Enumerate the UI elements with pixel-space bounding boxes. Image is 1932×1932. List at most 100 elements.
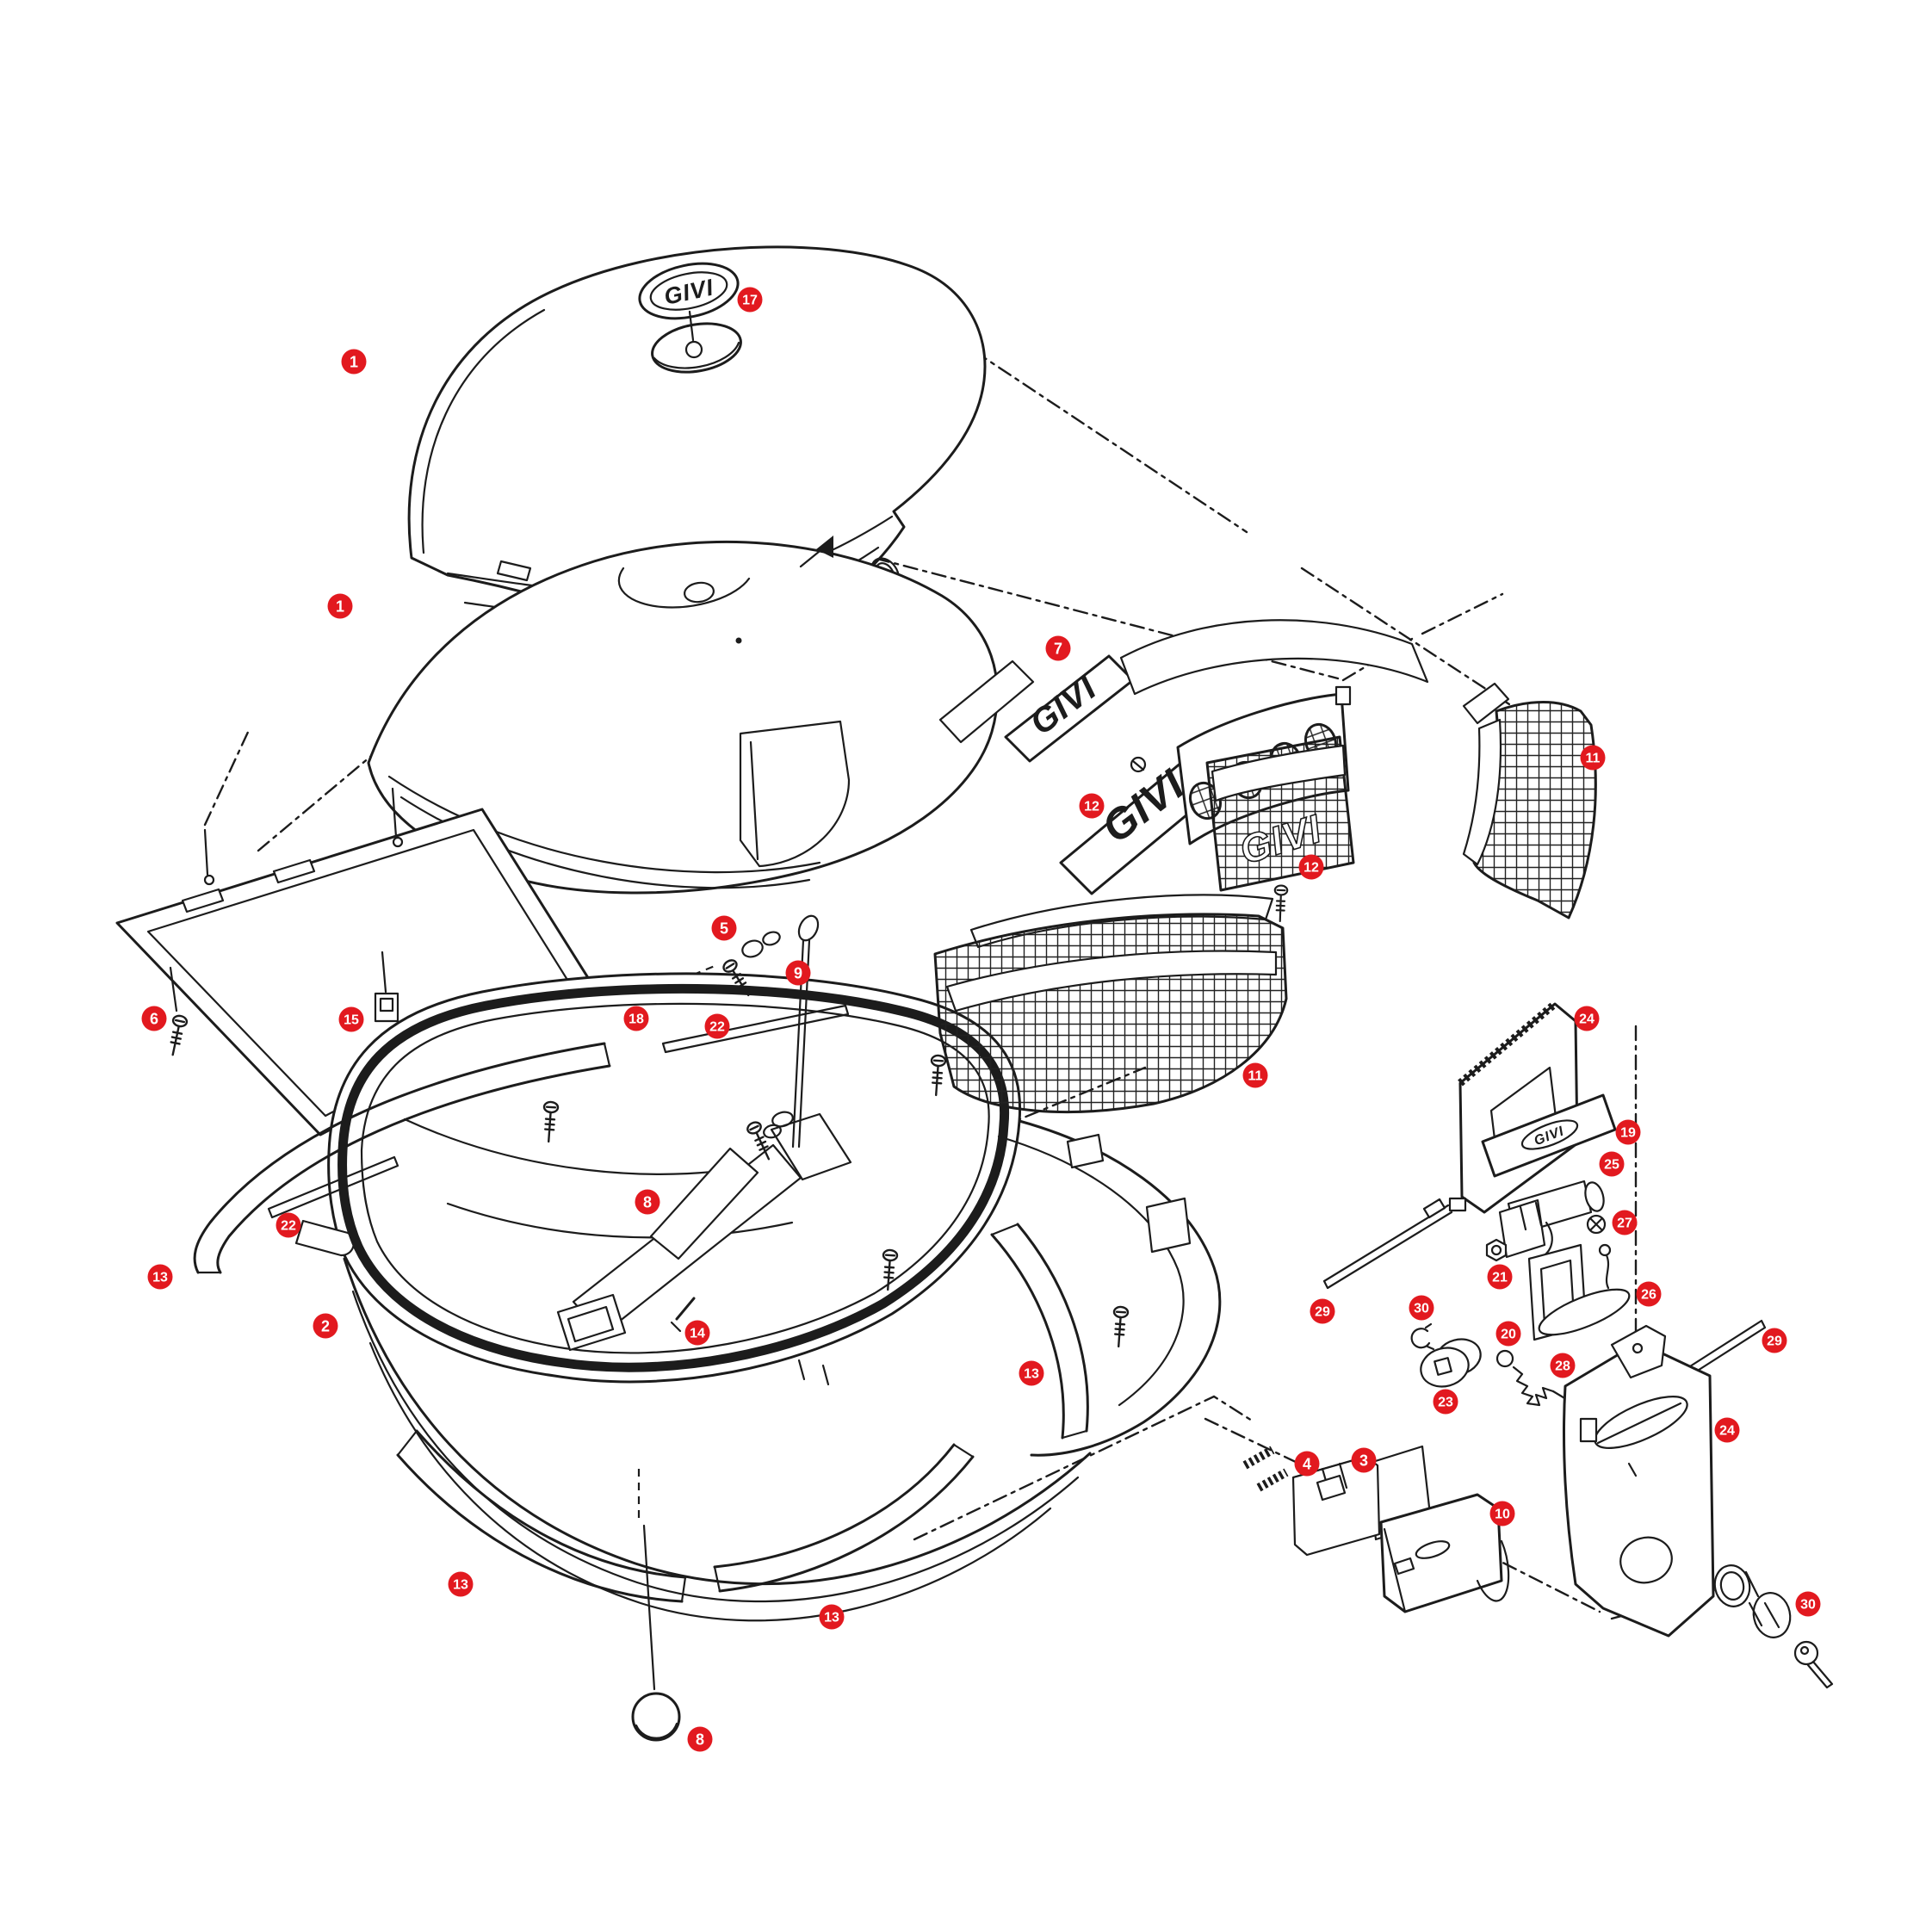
logo-strip-7: GIVI (938, 654, 1135, 763)
svg-text:28: 28 (1555, 1359, 1570, 1374)
callout-1: 1 (327, 593, 353, 619)
callout-29: 29 (1310, 1298, 1335, 1324)
callout-2: 2 (313, 1313, 338, 1339)
base-bucket (294, 972, 1222, 1691)
rod-22-left (267, 1155, 399, 1219)
backing-strip (1119, 619, 1429, 696)
svg-text:25: 25 (1604, 1158, 1619, 1173)
callout-8: 8 (687, 1726, 713, 1752)
svg-text:5: 5 (720, 920, 728, 938)
svg-text:7: 7 (1054, 641, 1062, 658)
svg-text:4: 4 (1303, 1456, 1311, 1473)
svg-text:12: 12 (1084, 800, 1099, 814)
callout-21: 21 (1487, 1264, 1513, 1290)
assembly-arrow (799, 536, 833, 568)
pin-14 (675, 1297, 696, 1321)
svg-text:2: 2 (321, 1318, 330, 1335)
svg-text:1: 1 (336, 598, 344, 616)
nut-21 (1485, 1238, 1508, 1262)
callout-30: 30 (1795, 1591, 1821, 1617)
callout-25: 25 (1599, 1151, 1625, 1177)
slider-3 (1291, 1445, 1433, 1557)
svg-text:22: 22 (709, 1020, 725, 1035)
callout-6: 6 (141, 1006, 167, 1031)
svg-text:12: 12 (1303, 861, 1319, 876)
callout-12: 12 (1298, 854, 1324, 880)
callout-18: 18 (623, 1006, 649, 1031)
lock-body-25 (1498, 1180, 1605, 1260)
callout-7: 7 (1045, 635, 1071, 661)
svg-text:30: 30 (1800, 1598, 1816, 1613)
svg-text:26: 26 (1641, 1288, 1656, 1303)
plate-19: GIVI (1481, 1093, 1617, 1178)
callout-4: 4 (1294, 1451, 1320, 1477)
svg-text:27: 27 (1617, 1217, 1632, 1231)
callout-23: 23 (1433, 1389, 1458, 1415)
rod-29-left (1322, 1198, 1453, 1290)
callout-8: 8 (635, 1189, 660, 1215)
svg-text:19: 19 (1620, 1126, 1636, 1141)
callout-13: 13 (147, 1264, 173, 1290)
svg-text:18: 18 (629, 1012, 644, 1027)
svg-text:23: 23 (1438, 1396, 1453, 1410)
callout-30: 30 (1409, 1295, 1434, 1321)
svg-text:11: 11 (1586, 752, 1601, 766)
callout-14: 14 (684, 1320, 710, 1346)
clip-15 (374, 951, 399, 1023)
callout-20: 20 (1495, 1321, 1521, 1347)
callout-3: 3 (1351, 1447, 1377, 1473)
svg-text:13: 13 (824, 1611, 839, 1625)
svg-text:15: 15 (344, 1013, 359, 1028)
grid-lens-12: GIVI (1205, 735, 1355, 923)
callout-24: 24 (1574, 1006, 1600, 1031)
svg-text:13: 13 (1024, 1367, 1039, 1382)
grid-lens-11-large (933, 894, 1288, 1113)
svg-text:11: 11 (1248, 1069, 1263, 1084)
callout-15: 15 (338, 1006, 364, 1032)
retaining-strap (556, 1112, 852, 1352)
grid-lens-11-right (1462, 682, 1597, 920)
lock-rotor-23 (1420, 1338, 1482, 1388)
callout-17: 17 (737, 287, 763, 313)
svg-text:3: 3 (1359, 1452, 1368, 1470)
rod-22-top (661, 1004, 850, 1054)
svg-text:13: 13 (453, 1578, 468, 1593)
callout-1: 1 (341, 349, 367, 375)
latch-26 (1527, 1243, 1631, 1341)
callout-13: 13 (448, 1571, 474, 1597)
callout-24: 24 (1714, 1417, 1740, 1443)
callout-22: 22 (276, 1212, 301, 1238)
svg-text:29: 29 (1767, 1334, 1782, 1349)
bracket-24-bottom (1563, 1324, 1715, 1638)
screws-and-washers (541, 931, 1130, 1348)
svg-text:29: 29 (1315, 1305, 1330, 1320)
svg-text:17: 17 (742, 294, 758, 308)
svg-text:10: 10 (1495, 1508, 1510, 1522)
svg-text:20: 20 (1501, 1328, 1516, 1342)
svg-text:9: 9 (794, 965, 802, 982)
inner-lid-shell (367, 536, 999, 895)
callout-9: 9 (785, 960, 811, 986)
callout-29: 29 (1762, 1328, 1787, 1353)
springs-4 (1242, 1446, 1289, 1492)
callout-26: 26 (1636, 1281, 1662, 1307)
callout-22: 22 (704, 1013, 730, 1039)
svg-text:13: 13 (152, 1271, 168, 1285)
circlip-30 (1410, 1322, 1435, 1351)
callout-12: 12 (1079, 793, 1105, 819)
svg-text:14: 14 (690, 1327, 705, 1341)
svg-text:8: 8 (696, 1731, 704, 1749)
callout-10: 10 (1489, 1501, 1515, 1526)
svg-text:6: 6 (150, 1011, 158, 1028)
callout-13: 13 (1019, 1360, 1044, 1386)
spoiler-trims (193, 1004, 1089, 1603)
svg-text:1: 1 (350, 354, 358, 371)
callout-27: 27 (1612, 1210, 1638, 1235)
callout-13: 13 (819, 1604, 845, 1630)
ball-20 (1495, 1349, 1514, 1368)
svg-text:30: 30 (1414, 1302, 1429, 1316)
bumper-ball (631, 1692, 681, 1742)
svg-text:22: 22 (281, 1219, 296, 1234)
callout-5: 5 (711, 915, 737, 941)
svg-text:24: 24 (1579, 1012, 1595, 1027)
